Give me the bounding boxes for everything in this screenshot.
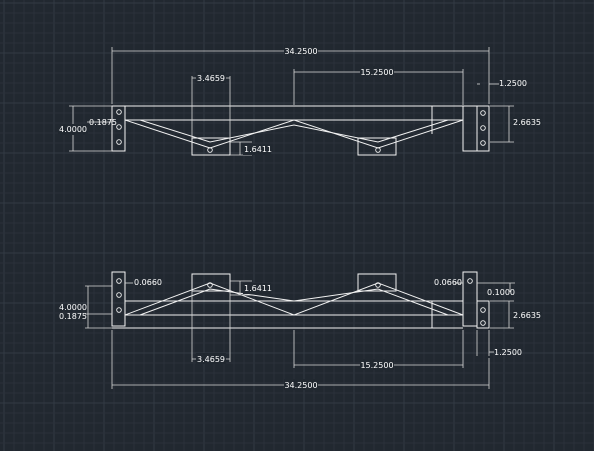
top-dim-web-drop: 1.6411: [244, 145, 272, 154]
truss-drawing: 34.2500 3.4659 15.2500 1.2500: [58, 45, 542, 390]
bottom-right-tab: [476, 300, 490, 329]
bottom-web-outer: [124, 282, 464, 316]
top-right-hole-3: [480, 140, 486, 146]
bottom-dimensions: 0.0660 0.0660 0.1000 1.6411 4.0000: [59, 278, 542, 390]
top-gusset-hole-1: [207, 147, 213, 153]
top-view: 34.2500 3.4659 15.2500 1.2500: [58, 45, 542, 156]
top-right-gusset: [357, 137, 397, 156]
top-dimensions: 34.2500 3.4659 15.2500 1.2500: [58, 45, 542, 156]
top-dim-left-height: 4.0000: [59, 125, 87, 134]
bottom-gusset-hole-1: [207, 282, 213, 288]
bottom-left-hole-3: [116, 307, 122, 313]
bottom-left-hole-2: [116, 292, 122, 298]
top-left-gusset: [191, 137, 231, 156]
top-left-end-plate: [111, 105, 126, 152]
bottom-left-gusset: [191, 273, 231, 292]
top-dim-overall-length: 34.2500: [284, 47, 317, 56]
top-truss-outline: [111, 105, 490, 156]
top-dim-offset: 0.1875: [89, 118, 117, 127]
bottom-dim-gap-left: 0.0660: [134, 278, 162, 287]
bottom-right-gusset: [357, 273, 397, 292]
bottom-right-hole-1: [480, 307, 486, 313]
bottom-dim-left-height: 4.0000: [59, 303, 87, 312]
bottom-view: 0.0660 0.0660 0.1000 1.6411 4.0000: [59, 271, 542, 390]
top-web-inner: [139, 119, 449, 143]
bottom-gusset-hole-2: [375, 282, 381, 288]
top-gusset-hole-2: [375, 147, 381, 153]
bottom-dim-side-height: 2.6635: [513, 311, 541, 320]
bottom-left-end-plate: [111, 271, 126, 327]
top-dim-side-height: 2.6635: [513, 118, 541, 127]
top-dim-left-bay: 3.4659: [197, 74, 225, 83]
top-dim-right-bay: 15.2500: [360, 68, 393, 77]
top-right-hole-2: [480, 125, 486, 131]
bottom-left-hole-1: [116, 278, 122, 284]
top-web-outer: [124, 119, 464, 149]
bottom-dim-gap-right: 0.0660: [434, 278, 462, 287]
bottom-dim-web-drop: 1.6411: [244, 284, 272, 293]
top-right-hole-1: [480, 110, 486, 116]
bottom-web-inner: [139, 288, 449, 316]
bottom-dim-right-bay: 15.2500: [360, 361, 393, 370]
bottom-truss-outline: [111, 271, 490, 329]
bottom-dim-left-bay: 3.4659: [197, 355, 225, 364]
bottom-dim-offset: 0.1875: [59, 312, 87, 321]
top-right-tab: [476, 105, 490, 152]
top-dim-tab-width: 1.2500: [499, 79, 527, 88]
bottom-right-hole-2: [480, 320, 486, 326]
bottom-dim-tab-width: 1.2500: [494, 348, 522, 357]
top-left-hole-3: [116, 139, 122, 145]
bottom-dim-overall-length: 34.2500: [284, 381, 317, 390]
top-left-hole-1: [116, 109, 122, 115]
bottom-right-top-hole: [467, 278, 473, 284]
top-left-hole-2: [116, 124, 122, 130]
bottom-dim-right-offset: 0.1000: [487, 288, 515, 297]
bottom-right-end-plate: [462, 271, 478, 327]
